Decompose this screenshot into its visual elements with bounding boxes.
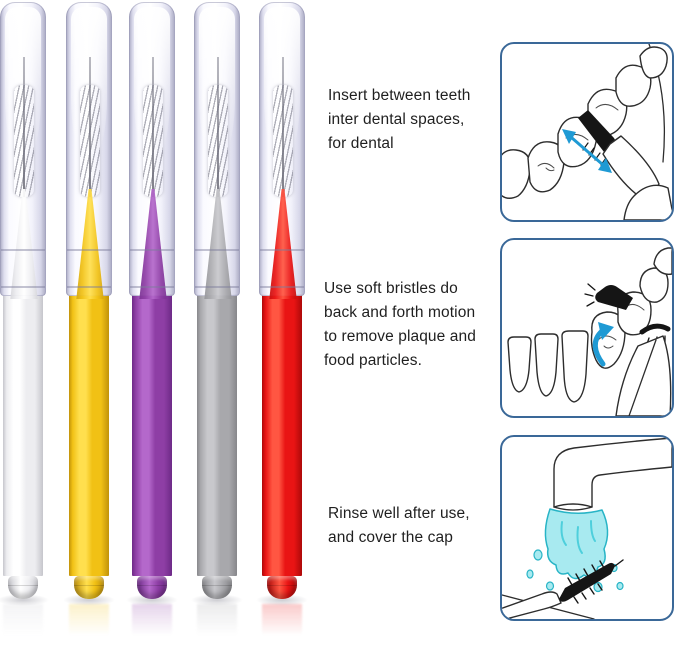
rinse-illustration [502,437,672,619]
brush-bristles [143,85,163,197]
brush-bristles [273,85,293,197]
brush-cone-tip [76,189,104,299]
cap-ring [260,286,304,288]
brush-floor-shadow [0,594,49,606]
brush-wire-tip [614,559,624,567]
faucet [553,437,672,508]
brush-reflection [3,604,43,640]
tooth-outline [502,149,531,199]
brush-endcap [74,576,104,599]
water-droplet [526,569,534,579]
cap-ring [67,249,111,251]
tooth-outline [615,64,652,107]
sweep-motion-illustration [507,247,672,416]
instruction-text-motion: Use soft bristles do back and forth moti… [324,280,476,369]
cap-ring [260,249,304,251]
cap-ring [67,286,111,288]
brush-cone-tip [269,189,297,299]
brush-reflection [197,604,237,640]
handle-fold-line [628,339,657,416]
hand-outline [623,184,672,220]
brush-clear-cap [259,2,305,299]
brush-handle [197,294,237,576]
insert-between-teeth-illustration [502,44,672,220]
brush-clear-cap [129,2,175,299]
brush-head [578,110,616,152]
brush-cone-tip [204,189,232,299]
cap-ring [1,249,45,251]
brush-handle [262,294,302,576]
bristle-ticks [582,142,607,166]
brush-floor-shadow [256,594,308,606]
bristle-ticks [567,560,605,604]
brush-tail [639,323,671,335]
cap-ring [195,249,239,251]
tooth-outline [561,330,589,403]
two-way-arrow-icon [570,136,604,166]
brush-handle [132,294,172,576]
brush-handle [69,294,109,576]
arrowhead-icon [562,129,576,144]
brush-floor-shadow [191,594,243,606]
brush-clear-cap [0,2,46,299]
brush-endcap [267,576,297,599]
brush-reflection [262,604,302,640]
tooth-outline [639,267,669,303]
instruction-panel-insert [500,42,674,222]
brush-bristles [208,85,228,197]
brush-endcap [202,576,232,599]
faucet-spout-mouth [553,506,593,511]
cap-ring [130,249,174,251]
instruction-panel-motion [500,238,674,418]
tooth-outline [534,333,559,397]
brush-reflection [69,604,109,640]
brush-cone-tip [10,189,38,299]
instruction-panel-rinse [500,435,674,621]
brush-clear-cap [194,2,240,299]
instruction-text-insert: Insert between teeth inter dental spaces… [328,87,471,152]
cap-ring [130,286,174,288]
cap-ring [1,286,45,288]
water-droplet [616,581,624,591]
arrowhead-icon [598,158,612,173]
tooth-outline [507,336,532,393]
brush-bristles [80,85,100,197]
brush-cone-tip [139,189,167,299]
water-droplet [593,581,603,593]
water-droplet [533,549,543,561]
brush-handle [3,294,43,576]
brush-floor-shadow [126,594,178,606]
arrowhead-icon [598,322,614,340]
brush-yellow [63,0,115,649]
tooth-outline [639,46,668,79]
tooth-outline [653,247,672,275]
brush-endcap [8,576,38,599]
brush-white [0,0,49,649]
brush-floor-shadow [63,594,115,606]
curved-arrow-icon [592,328,606,367]
brush-gray [191,0,243,649]
brush-endcap [137,576,167,599]
brush-purple [126,0,178,649]
water-stream [544,508,609,580]
instruction-text-rinse: Rinse well after use, and cover the cap [328,505,470,546]
brush-head [595,285,633,310]
brush-handle-outline [502,591,562,619]
brush-clear-cap [66,2,112,299]
brush-reflection [132,604,172,640]
bristle-ticks [584,283,596,307]
brush-red [256,0,308,649]
water-droplet [545,581,555,591]
brush-head [559,562,615,602]
cap-ring [195,286,239,288]
brush-bristles [14,85,34,197]
water-inner-drips [560,520,596,554]
